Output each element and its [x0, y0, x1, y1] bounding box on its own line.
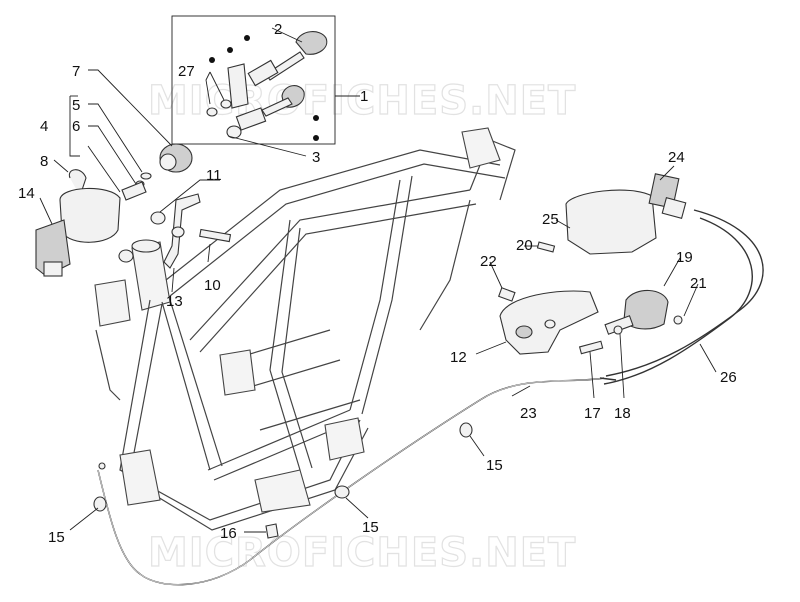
link-rod [163, 193, 201, 269]
callout-10: 10 [204, 277, 221, 294]
watermark-bottom: MICROFICHES.NET [148, 530, 576, 576]
lock-set-box [171, 15, 336, 145]
callout-labels: 1 2 3 4 5 6 7 8 10 11 12 13 14 15 15 15 … [18, 21, 737, 546]
callout-7: 7 [72, 63, 80, 80]
callout-6: 6 [72, 118, 80, 135]
lock-set-group [171, 15, 336, 145]
seat-lock-parts [265, 173, 687, 539]
lock-housing [59, 187, 121, 243]
callout-17: 17 [584, 405, 601, 422]
callout-21: 21 [690, 275, 707, 292]
callout-20: 20 [516, 237, 533, 254]
callout-24: 24 [668, 149, 685, 166]
callout-15-center: 15 [362, 519, 379, 536]
callout-22: 22 [480, 253, 497, 270]
leader-lines [39, 27, 717, 533]
callout-1: 1 [360, 88, 368, 105]
callout-16: 16 [220, 525, 237, 542]
callout-14: 14 [18, 185, 35, 202]
callout-15-right: 15 [486, 457, 503, 474]
callout-19: 19 [676, 249, 693, 266]
callout-4: 4 [40, 118, 48, 135]
callout-23: 23 [520, 405, 537, 422]
callout-12: 12 [450, 349, 467, 366]
callout-2: 2 [274, 21, 282, 38]
callout-18: 18 [614, 405, 631, 422]
callout-15-left: 15 [48, 529, 65, 546]
callout-3: 3 [312, 149, 320, 166]
key-upper [295, 31, 328, 55]
watermark-top: MICROFICHES.NET [148, 78, 576, 124]
callout-13: 13 [166, 293, 183, 310]
callout-5: 5 [72, 97, 80, 114]
callout-11: 11 [206, 167, 222, 184]
scooter-frame [94, 127, 516, 531]
callout-8: 8 [40, 153, 48, 170]
steering-lock-parts [35, 143, 232, 277]
callout-26: 26 [720, 369, 737, 386]
seat-latch-plate [565, 189, 657, 255]
callout-27: 27 [178, 63, 195, 80]
cables [93, 209, 764, 586]
callout-25: 25 [542, 211, 559, 228]
